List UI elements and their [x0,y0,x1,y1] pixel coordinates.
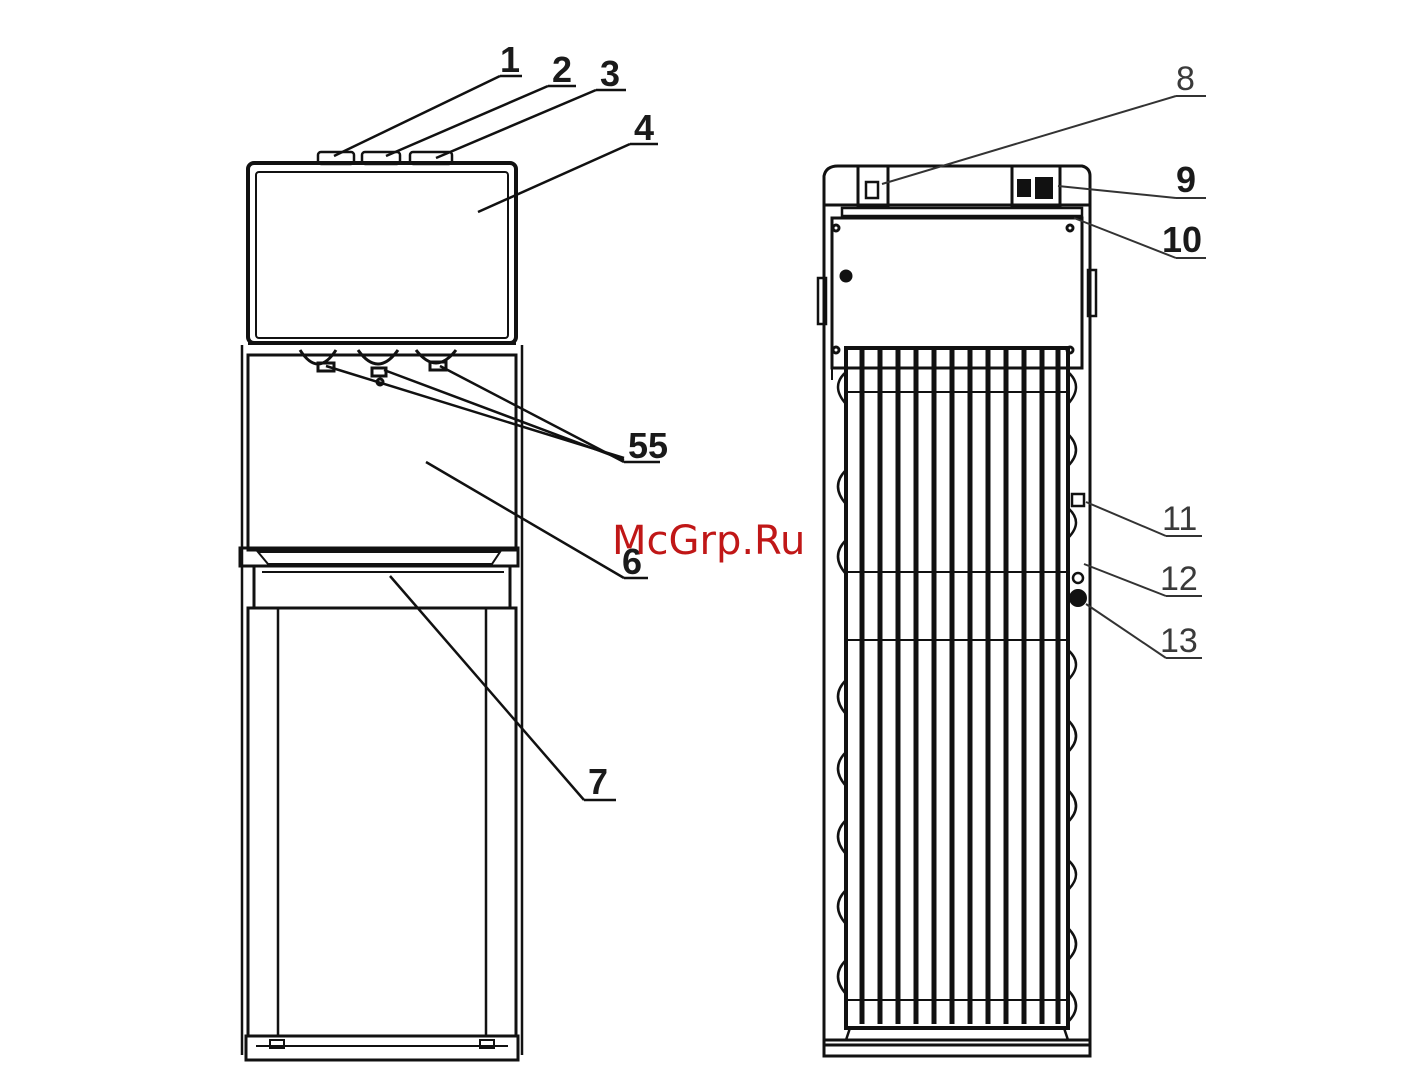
callout-5: 55 [628,425,668,466]
callout-3: 3 [600,53,620,94]
front-view [240,152,522,1060]
callout-10: 10 [1162,219,1202,260]
fitting-13 [1070,590,1086,606]
callout-13: 13 [1160,622,1198,660]
callout-7: 7 [588,761,608,802]
upper-panel [248,163,516,343]
fitting-11 [1072,494,1084,506]
front-leaders [326,76,660,800]
callout-4: 4 [634,107,654,148]
callout-11: 11 [1162,500,1197,538]
callout-8: 8 [1176,60,1195,98]
rear-upper-panel [832,218,1082,368]
switch-8 [858,166,888,206]
callout-2: 2 [552,49,572,90]
callout-1: 1 [500,39,520,80]
rear-view [818,166,1096,1056]
cabinet-door [248,608,516,1036]
drip-tray [240,548,518,608]
front-base [246,1036,518,1060]
fitting-12 [1073,573,1083,583]
callout-12: 12 [1160,560,1198,598]
rear-base [824,1040,1090,1056]
condenser-tubes [862,350,1058,1024]
watermark: McGrp.Ru [612,518,805,564]
callout-9: 9 [1176,159,1196,200]
